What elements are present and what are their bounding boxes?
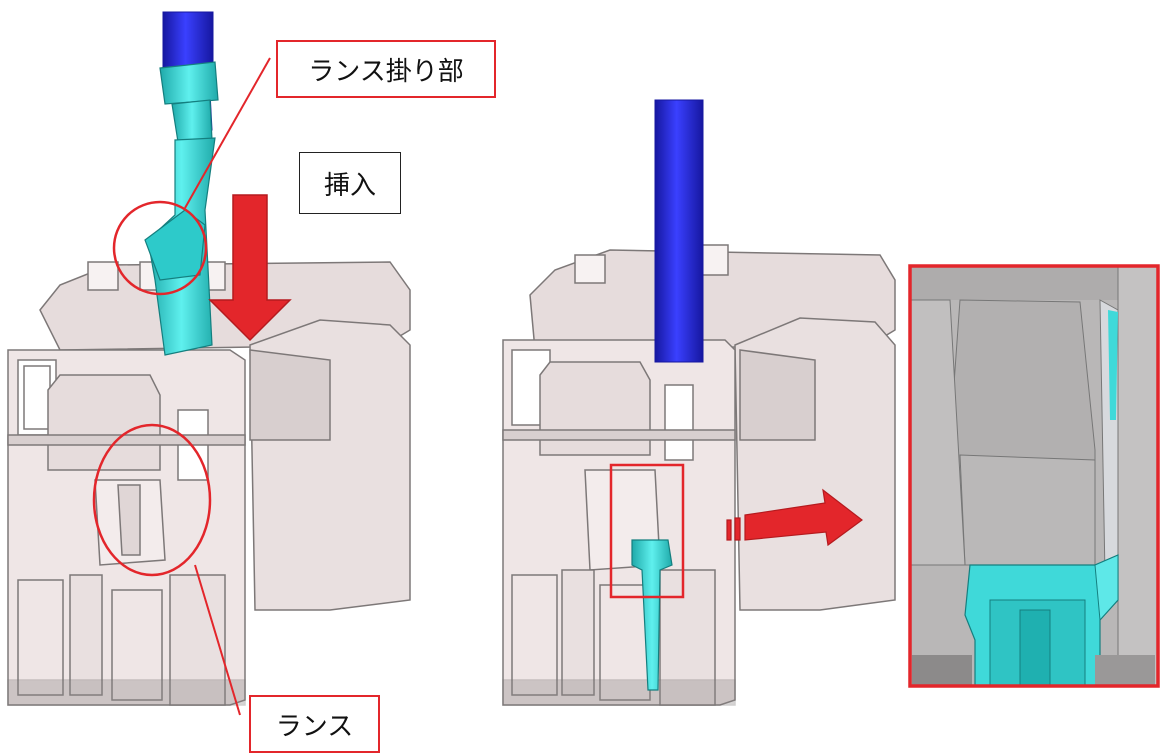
- right-connector-housing: [502, 244, 896, 706]
- lance-hook-leader: [184, 57, 271, 209]
- lance-hook-circle: [112, 200, 208, 296]
- lance-circle: [92, 423, 212, 577]
- insert-label: 挿入: [299, 152, 401, 214]
- right-wire: [654, 99, 704, 363]
- zoom-frame: [908, 264, 1160, 688]
- lance-label: ランス: [249, 695, 380, 753]
- down-arrow-icon: [208, 194, 292, 342]
- right-arrow-icon: [726, 488, 863, 547]
- lance-hook-label: ランス掛り部: [276, 40, 496, 98]
- zoom-source-box: [609, 463, 685, 599]
- lance-leader: [194, 564, 241, 716]
- left-terminal: [144, 61, 219, 356]
- zoom-panel: [909, 265, 1159, 687]
- right-terminal: [631, 539, 673, 691]
